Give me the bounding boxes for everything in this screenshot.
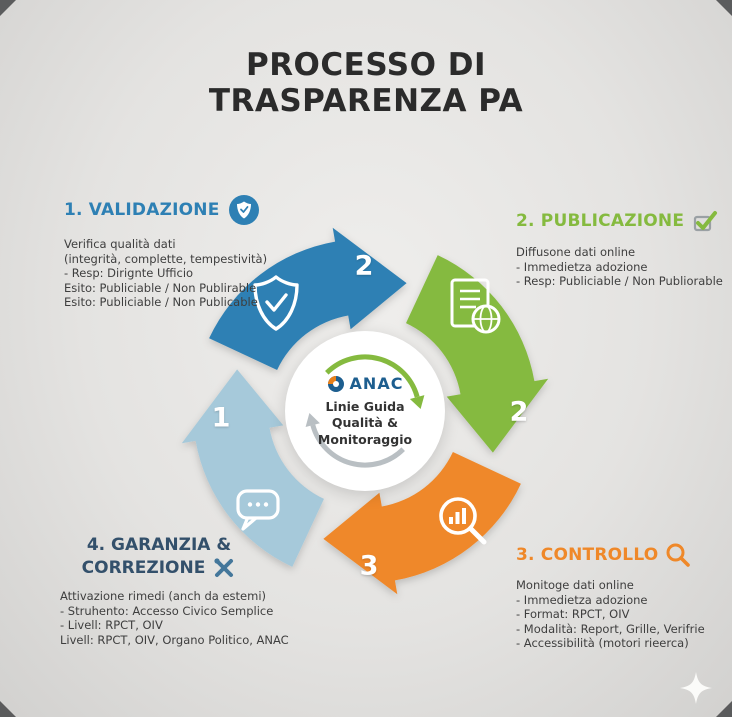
sparkle-icon [680, 672, 712, 704]
tools-icon [214, 558, 234, 577]
section-publicazione-header: 2. PUBLICAZIONE [516, 208, 722, 234]
section-validazione-body: Verifica qualità dati (integrità, comple… [64, 237, 334, 310]
text-line: Livell: RPCT, OIV, Organo Politico, ANAC [60, 632, 289, 647]
step-number-left: 1 [211, 402, 231, 434]
checkmark-icon [694, 211, 718, 232]
section-controllo-header: 3. CONTROLLO [516, 543, 726, 567]
text-line: - Modalità: Report, Grille, Verifrie [516, 621, 705, 636]
text-line: - Immedietza adozione [516, 259, 648, 274]
section-controllo-title: 3. CONTROLLO [516, 545, 659, 565]
text-line: Verifica qualità dati [64, 237, 176, 251]
corner-mark-bottom-left [0, 701, 16, 717]
validation-badge-icon [228, 195, 259, 225]
section-publicazione-title: 2. PUBLICAZIONE [516, 211, 685, 231]
step-number-bottom: 3 [359, 550, 379, 582]
shield-check-icon [253, 275, 299, 331]
section-garanzia-header: 4. GARANZIA & CORREZIONE [52, 535, 266, 580]
text-line: (integrità, complette, tempestività) [64, 251, 268, 266]
search-stats-icon [439, 497, 487, 545]
text-line: - Format: RPCT, OIV [516, 607, 630, 622]
title-line-2: TRASPARENZA PA [208, 82, 524, 119]
center-content: ANAC Linie Guida Qualità & Monitoraggio [285, 331, 445, 491]
section-publicazione-body: Diffusone dati online - Immedietza adozi… [516, 245, 723, 289]
section-controllo-body: Monitoge dati online - Immedietza adozio… [516, 578, 726, 651]
corner-mark-top-right [716, 0, 732, 16]
text-line: - Accessibilità (motori rieerca) [516, 636, 689, 651]
arrow-publicazione [406, 255, 549, 453]
section-garanzia: 4. GARANZIA & CORREZIONE Attivazione rim… [52, 535, 289, 647]
section-validazione-header: 1. VALIDAZIONE [64, 194, 334, 226]
chat-dots-icon [236, 489, 280, 531]
text-line: Esito: Publiciable / Non Publirable [64, 280, 257, 295]
section-garanzia-body: Attivazione rimedi (anch da estemi) - St… [52, 589, 289, 647]
magnifier-icon [666, 543, 691, 567]
center-text-line-1: Linie Guida [325, 399, 405, 415]
section-publicazione: 2. PUBLICAZIONE Diffusone dati online - … [516, 208, 723, 289]
text-line: Esito: Publiciable / Non Publicable [64, 295, 258, 310]
cycle-arrow-green-icon [325, 354, 425, 409]
corner-mark-bottom-right [716, 701, 732, 717]
section-validazione: 1. VALIDAZIONE Verifica qualità dati (in… [64, 194, 334, 310]
anac-logo: ANAC [327, 374, 404, 393]
text-line: - Resp: Publiciable / Non Publiorable [516, 274, 723, 289]
corner-mark-top-left [0, 0, 16, 16]
text-line: Attivazione rimedi (anch da estemi) [60, 589, 266, 603]
text-line: Diffusone dati online [516, 245, 636, 259]
step-number-top: 2 [354, 250, 374, 282]
arrow-validazione [209, 227, 407, 370]
page-title: PROCESSO DI TRASPARENZA PA [0, 47, 732, 119]
section-controllo: 3. CONTROLLO Monitoge dati online - Imme… [516, 543, 726, 651]
section-validazione-title: 1. VALIDAZIONE [64, 200, 220, 220]
title-line-1: PROCESSO DI [245, 47, 487, 83]
inner-cycle-arrows [305, 354, 425, 468]
text-line: - Resp: Dirignte Ufficio [64, 266, 194, 281]
text-line: - Immedietza adozione [516, 592, 648, 607]
arrow-controllo [323, 452, 521, 595]
anac-logo-icon [327, 375, 344, 392]
text-line: - Livell: RPCT, OIV [60, 618, 163, 633]
section-garanzia-title-line-2: CORREZIONE [81, 557, 206, 578]
arrow-garanzia [181, 369, 324, 567]
section-garanzia-title-line-1: 4. GARANZIA & [86, 535, 232, 555]
center-text-line-2: Qualità & [331, 415, 399, 431]
text-line: Monitoge dati online [516, 578, 634, 592]
anac-wordmark: ANAC [349, 374, 404, 394]
document-globe-icon [450, 278, 501, 334]
text-line: - Struhento: Accesso Civico Semplice [60, 603, 274, 618]
step-number-right: 2 [509, 396, 529, 428]
cycle-arrow-gray-icon [305, 413, 405, 468]
center-hub: ANAC Linie Guida Qualità & Monitoraggio [285, 331, 445, 491]
center-text-line-3: Monitoraggio [317, 431, 413, 447]
